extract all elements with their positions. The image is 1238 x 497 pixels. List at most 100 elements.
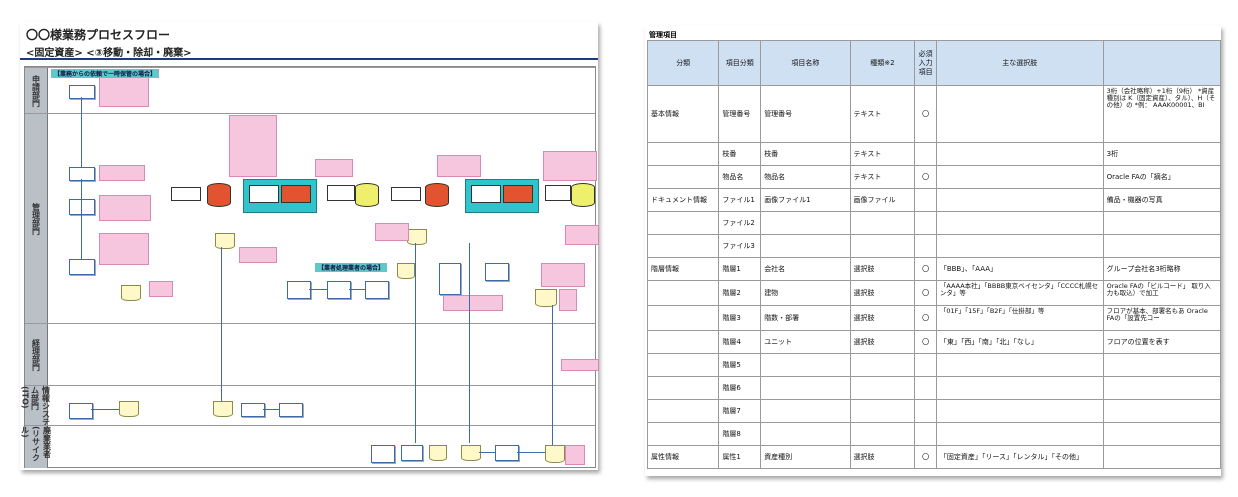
management-items-panel: 管理項目 分類 項目分類 項目名称 種類※2 必須入力項目 主な選択肢 基本情報… — [645, 26, 1221, 476]
table-cell: 基本情報 — [646, 85, 720, 143]
table-cell: 階層6 — [718, 376, 762, 400]
section-banner: 【業者処理業者の場合】 — [315, 263, 388, 272]
process-box — [241, 403, 265, 417]
database-icon — [571, 183, 595, 207]
system-box — [281, 185, 311, 203]
table-cell — [914, 142, 937, 166]
table-cell: 階層2 — [718, 280, 762, 306]
table-cell: 会社名 — [760, 257, 851, 281]
database-icon — [355, 183, 379, 207]
table-cell — [646, 330, 720, 354]
table-cell: Oracle FAの「摘名」 — [1102, 165, 1221, 189]
annotation-note — [437, 155, 481, 177]
system-box — [545, 185, 571, 201]
flow-title: 〇〇様業務プロセスフロー — [26, 28, 171, 42]
annotation-note — [99, 77, 149, 107]
table-cell: 画像ファイル1 — [760, 188, 851, 212]
table-cell — [646, 142, 720, 166]
flow-arrow — [469, 243, 470, 443]
table-cell: 「BBB」、「AAA」 — [935, 257, 1104, 281]
table-cell — [914, 422, 937, 446]
flow-arrow — [309, 289, 327, 290]
table-cell — [760, 422, 851, 446]
table-cell: 〇 — [914, 165, 937, 189]
table-cell — [1102, 376, 1221, 400]
table-cell: 〇 — [914, 445, 937, 469]
table-row: 階層7 — [646, 399, 1221, 423]
process-box — [69, 199, 95, 215]
table-cell: ファイル2 — [718, 211, 762, 235]
table-cell — [849, 376, 916, 400]
annotation-note — [565, 225, 599, 245]
table-cell — [849, 211, 916, 235]
lane-3: 経理部門 — [25, 323, 595, 386]
annotation-note — [559, 289, 577, 311]
table-cell — [914, 376, 937, 400]
column-header — [1102, 40, 1221, 86]
column-header: 必須入力項目 — [914, 40, 937, 86]
table-cell — [760, 376, 851, 400]
table-cell: 階層8 — [718, 422, 762, 446]
swimlane-area: 申請部門 管理部門 経理部門 情報システム部門(ITO) 廃棄業者(リサイクル)… — [20, 66, 599, 468]
annotation-note — [229, 115, 277, 177]
table-cell — [1102, 445, 1221, 469]
flow-arrow — [81, 97, 82, 167]
table-cell — [935, 353, 1104, 377]
table-cell: 選択肢 — [849, 305, 916, 331]
table-cell: 階層情報 — [646, 257, 720, 281]
annotation-note — [315, 159, 353, 177]
table-cell — [1102, 399, 1221, 423]
process-box — [279, 403, 303, 417]
lane-5: 廃棄業者(リサイクル) — [21, 425, 595, 468]
process-box — [439, 263, 461, 295]
table-cell — [646, 399, 720, 423]
title-underline — [20, 58, 598, 60]
table-cell: 〇 — [914, 330, 937, 354]
flow-arrow — [349, 289, 365, 290]
system-box — [327, 185, 355, 201]
table-cell — [935, 376, 1104, 400]
table-cell — [646, 376, 720, 400]
table-cell: 階数・部署 — [760, 305, 851, 331]
document-shape — [545, 445, 565, 463]
table-cell — [646, 280, 720, 306]
flow-arrow — [517, 452, 545, 453]
annotation-note — [443, 295, 503, 311]
table-cell: 階層7 — [718, 399, 762, 423]
lane-label: 申請部門 — [25, 68, 48, 114]
annotation-note — [541, 263, 585, 287]
table-cell: 建物 — [760, 280, 851, 306]
table-cell: 3桁（会社略称）+1桁（9桁） *資産種別は K（固定資産）、タル）、H（その他… — [1102, 85, 1221, 143]
table-cell — [1102, 422, 1221, 446]
flow-subtitle: <固定資産> <③移動・除却・廃棄> — [26, 48, 192, 59]
table-cell — [935, 422, 1104, 446]
process-box — [69, 167, 95, 181]
table-cell — [849, 234, 916, 258]
table-cell — [935, 142, 1104, 166]
document-shape — [535, 289, 557, 307]
table-cell: フロアの位置を表す — [1102, 330, 1221, 354]
annotation-note — [565, 445, 585, 465]
column-header: 項目名称 — [760, 40, 851, 86]
column-header: 項目分類 — [718, 40, 762, 86]
lane-label: 情報システム部門(ITO) — [20, 386, 51, 426]
table-cell — [914, 188, 937, 212]
flow-arrow — [552, 305, 553, 445]
table-cell: 選択肢 — [849, 280, 916, 306]
table-cell: 物品名 — [718, 165, 762, 189]
document-shape — [119, 401, 139, 417]
table-cell — [646, 353, 720, 377]
table-row: 階層5 — [646, 353, 1221, 377]
document-shape — [429, 445, 447, 461]
table-cell: 管理番号 — [718, 85, 762, 143]
process-box — [365, 281, 389, 299]
document-shape — [461, 445, 481, 461]
